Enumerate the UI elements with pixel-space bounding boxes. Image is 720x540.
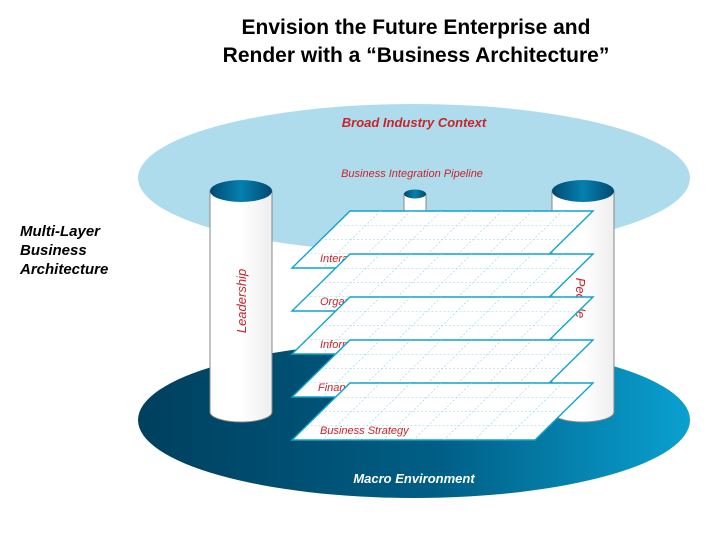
multi-layer-label: Multi-Layer Business Architecture [20, 222, 108, 279]
side-label-line-3: Architecture [20, 261, 109, 278]
side-label-line-2: Business [20, 242, 87, 259]
industry-context-label: Broad Industry Context [342, 115, 487, 130]
architecture-layers: InteractionsOrganization & ProcessInform… [290, 210, 595, 441]
layer-business-strategy: Business Strategy [290, 382, 595, 441]
leadership-pillar: Leadership [209, 180, 273, 423]
pipeline-cap [404, 189, 426, 199]
leadership-label: Leadership [234, 269, 249, 333]
layer-label-business-strategy: Business Strategy [320, 425, 410, 437]
side-label-line-1: Multi-Layer [20, 223, 101, 240]
pipeline-label: Business Integration Pipeline [341, 168, 483, 180]
macro-environment-label: Macro Environment [353, 471, 475, 486]
leadership-pillar-cap [210, 180, 272, 202]
people-pillar-cap [552, 180, 614, 202]
title-line-2: Render with a “Business Architecture” [222, 44, 610, 67]
title-line-1: Envision the Future Enterprise and [241, 16, 591, 39]
slide-title: Envision the Future Enterprise and Rende… [0, 14, 720, 70]
